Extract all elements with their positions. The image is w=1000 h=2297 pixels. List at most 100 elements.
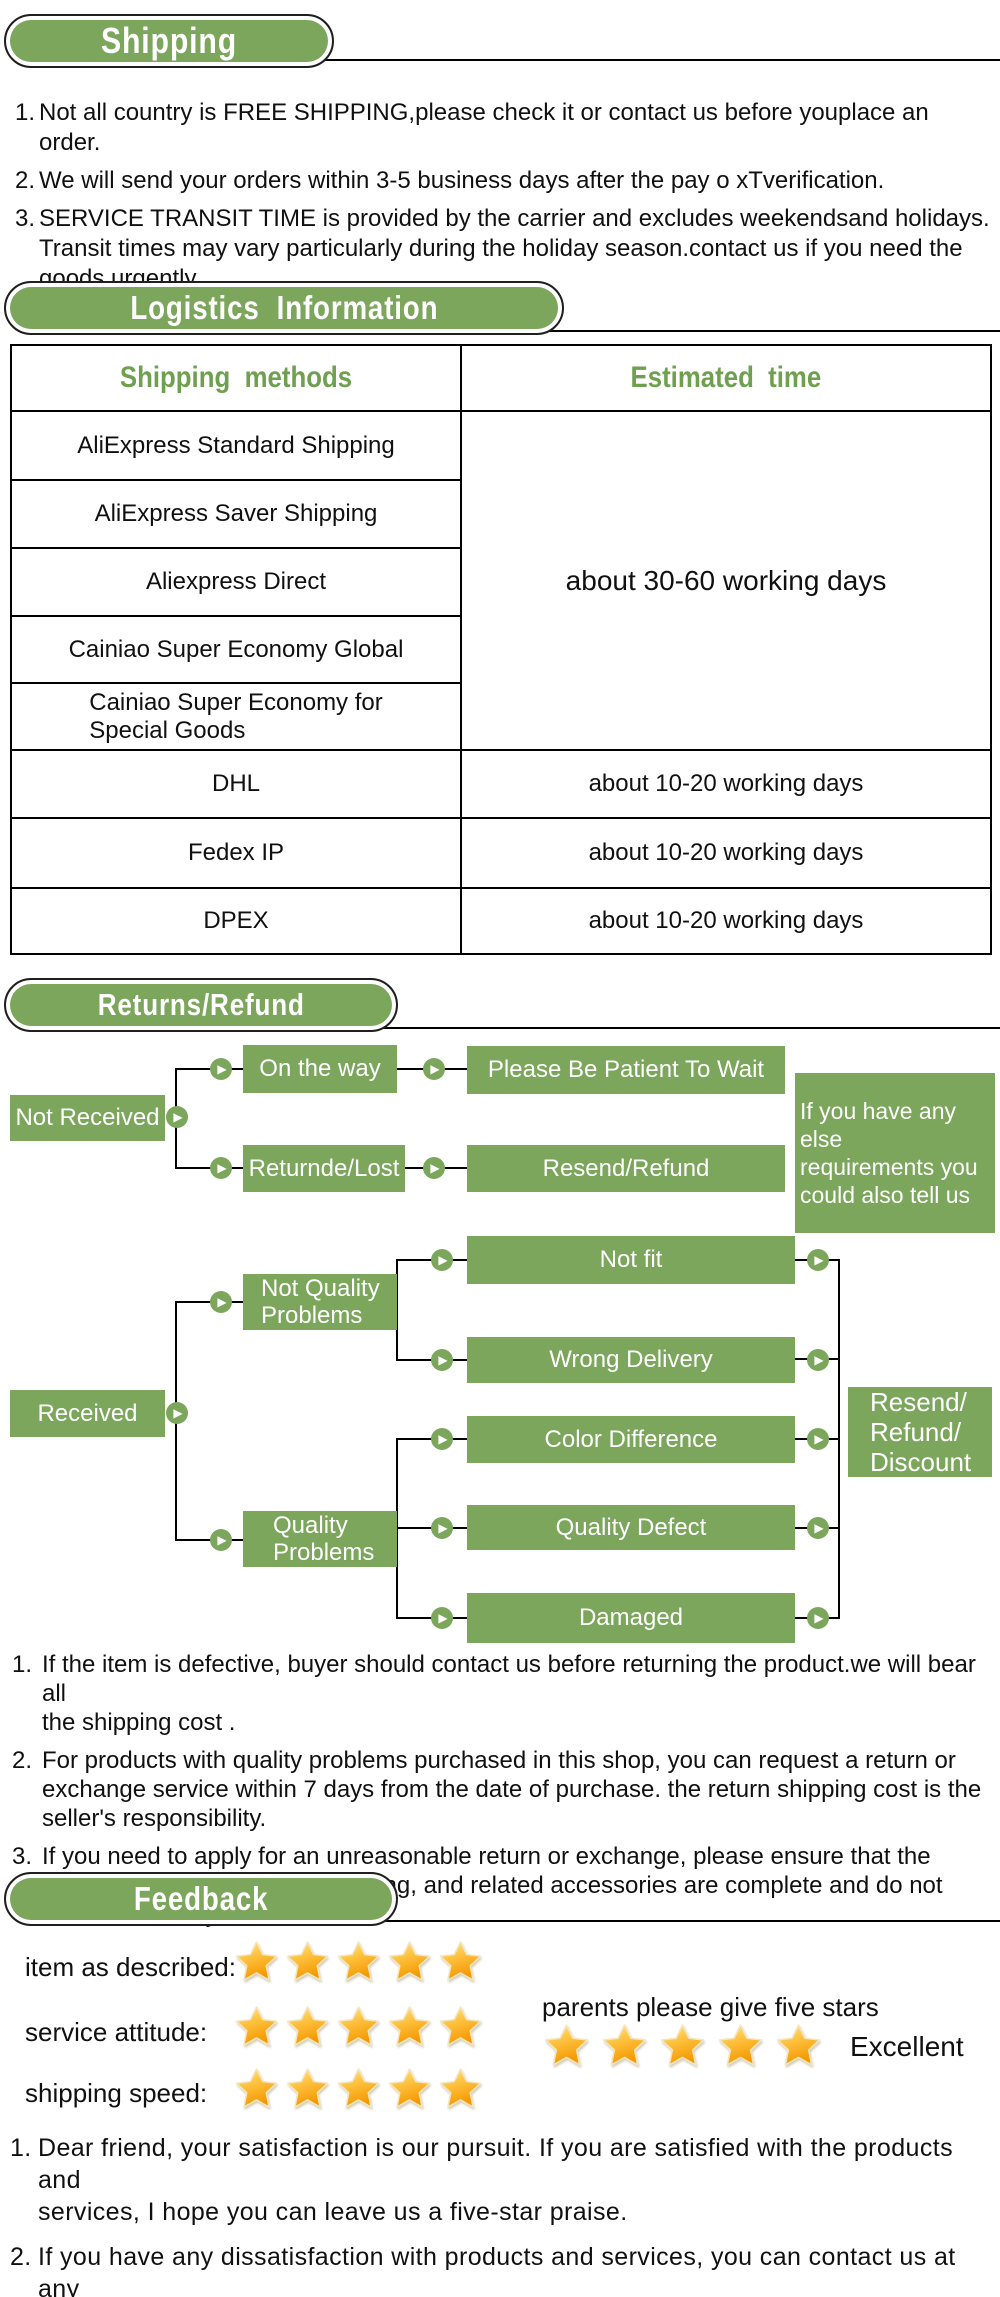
returns-divider-line — [300, 1027, 1000, 1029]
five-star-request-stars — [542, 2022, 832, 2069]
flow-arrow-icon — [431, 1517, 453, 1539]
five-star-request-text: parents please give five stars — [542, 1992, 879, 2022]
star-icon — [335, 1939, 382, 1984]
table-cell-time: about 10-20 working days — [462, 751, 990, 819]
shipping-divider-line — [200, 59, 1000, 61]
list-item: 2. For products with quality problems pu… — [12, 1746, 987, 1833]
table-header-shipping-methods: Shipping methods — [12, 346, 462, 412]
list-item-number: 2. — [10, 2243, 32, 2271]
flow-node-damaged: Damaged — [467, 1593, 795, 1643]
list-item-text: If the item is defective, buyer should c… — [42, 1651, 976, 1736]
table-cell-method: Fedex IP — [12, 819, 462, 889]
shipping-notes-list: 1. Not all country is FREE SHIPPING,plea… — [15, 98, 990, 302]
feedback-divider-line — [300, 1920, 1000, 1922]
flow-arrow-icon — [210, 1157, 232, 1179]
flow-arrow-icon — [423, 1157, 445, 1179]
flow-arrow-icon — [807, 1517, 829, 1539]
flow-line — [396, 1260, 398, 1360]
star-icon — [437, 2066, 484, 2111]
table-header-estimated-time: Estimated time — [462, 346, 990, 412]
flow-arrow-icon — [166, 1402, 188, 1424]
table-cell-method: AliExpress Standard Shipping — [12, 412, 462, 481]
list-item: 1. Dear friend, your satisfaction is our… — [10, 2132, 988, 2228]
flow-node-outcome: Resend/ Refund/ Discount — [848, 1387, 992, 1477]
flow-arrow-icon — [210, 1291, 232, 1313]
list-item-text: Dear friend, your satisfaction is our pu… — [38, 2134, 953, 2226]
flow-node-not-quality-problems: Not Quality Problems — [243, 1274, 397, 1330]
flow-arrow-icon — [807, 1249, 829, 1271]
flow-arrow-icon — [431, 1607, 453, 1629]
returns-section-header: Returns/Refund — [4, 978, 398, 1032]
list-item-number: 3. — [15, 205, 36, 232]
list-item-number: 1. — [15, 99, 36, 126]
star-icon — [284, 2066, 331, 2111]
star-icon — [437, 1939, 484, 1984]
flow-node-not-fit: Not fit — [467, 1236, 795, 1284]
flow-arrow-icon — [431, 1349, 453, 1371]
list-item: 1. If the item is defective, buyer shoul… — [12, 1650, 987, 1737]
rating-stars-item-as-described — [233, 1939, 488, 1984]
flow-line — [396, 1439, 398, 1619]
returns-notes-list: 1. If the item is defective, buyer shoul… — [12, 1650, 987, 1938]
flow-arrow-icon — [807, 1428, 829, 1450]
shipping-section-title: Shipping — [100, 20, 238, 61]
flow-arrow-icon — [210, 1058, 232, 1080]
flow-node-received: Received — [10, 1390, 165, 1437]
list-item-number: 3. — [12, 1843, 33, 1870]
star-icon — [335, 2004, 382, 2049]
flow-node-returned-lost: Returnde/Lost — [243, 1145, 405, 1192]
returns-section-title: Returns/Refund — [97, 987, 305, 1022]
flow-arrow-icon — [431, 1428, 453, 1450]
star-icon — [284, 2004, 331, 2049]
logistics-section-title: Logistics Information — [129, 289, 439, 326]
flow-node-color-difference: Color Difference — [467, 1416, 795, 1463]
table-cell-method: AliExpress Saver Shipping — [12, 481, 462, 549]
flow-note-other-requirements: If you have any else requirements you co… — [795, 1073, 995, 1233]
rating-stars-shipping-speed — [233, 2066, 488, 2111]
star-icon — [233, 1939, 280, 1984]
list-item-text: We will send your orders within 3-5 busi… — [39, 167, 885, 194]
list-item-number: 2. — [12, 1747, 33, 1774]
list-item: 1. Not all country is FREE SHIPPING,plea… — [15, 98, 990, 158]
list-item-text: If you have any dissatisfaction with pro… — [38, 2243, 956, 2297]
flow-arrow-icon — [807, 1607, 829, 1629]
flow-arrow-icon — [431, 1249, 453, 1271]
table-cell-method: Aliexpress Direct — [12, 549, 462, 617]
star-icon — [658, 2022, 707, 2069]
flow-arrow-icon — [210, 1529, 232, 1551]
flow-arrow-icon — [423, 1058, 445, 1080]
star-icon — [774, 2022, 823, 2069]
feedback-section-title: Feedback — [133, 1880, 269, 1917]
star-icon — [233, 2004, 280, 2049]
returns-flowchart: Not Received On the way Please Be Patien… — [0, 1040, 1000, 1652]
table-cell-method: Cainiao Super Economy Global — [12, 617, 462, 684]
logistics-divider-line — [400, 330, 1000, 332]
star-icon — [386, 1939, 433, 1984]
flow-node-quality-defect: Quality Defect — [467, 1505, 795, 1550]
star-icon — [386, 2066, 433, 2111]
list-item-text: For products with quality problems purch… — [42, 1747, 982, 1832]
logistics-section-header: Logistics Information — [4, 281, 564, 335]
list-item-number: 2. — [15, 167, 36, 194]
flow-arrow-icon — [807, 1349, 829, 1371]
flow-node-not-received: Not Received — [10, 1095, 165, 1141]
shipping-section-header: Shipping — [4, 14, 334, 68]
list-item-number: 1. — [10, 2134, 32, 2162]
list-item-text: Not all country is FREE SHIPPING,please … — [39, 99, 929, 156]
flow-node-wrong-delivery: Wrong Delivery — [467, 1337, 795, 1383]
list-item: 3. SERVICE TRANSIT TIME is provided by t… — [15, 204, 990, 294]
star-icon — [386, 2004, 433, 2049]
table-cell-method: DPEX — [12, 889, 462, 953]
rating-label-shipping-speed: shipping speed: — [25, 2078, 208, 2108]
rating-stars-service-attitude — [233, 2004, 488, 2049]
flow-node-resend-refund: Resend/Refund — [467, 1145, 785, 1192]
table-cell-merged-time: about 30-60 working days — [462, 412, 990, 751]
list-item: 2. If you have any dissatisfaction with … — [10, 2241, 988, 2297]
star-icon — [600, 2022, 649, 2069]
table-cell-method: Cainiao Super Economy for Special Goods — [12, 684, 462, 751]
list-item: 2. We will send your orders within 3-5 b… — [15, 166, 990, 196]
table-cell-time: about 10-20 working days — [588, 907, 864, 934]
feedback-notes-list: 1. Dear friend, your satisfaction is our… — [10, 2132, 988, 2297]
excellent-label: Excellent — [850, 2031, 964, 2062]
